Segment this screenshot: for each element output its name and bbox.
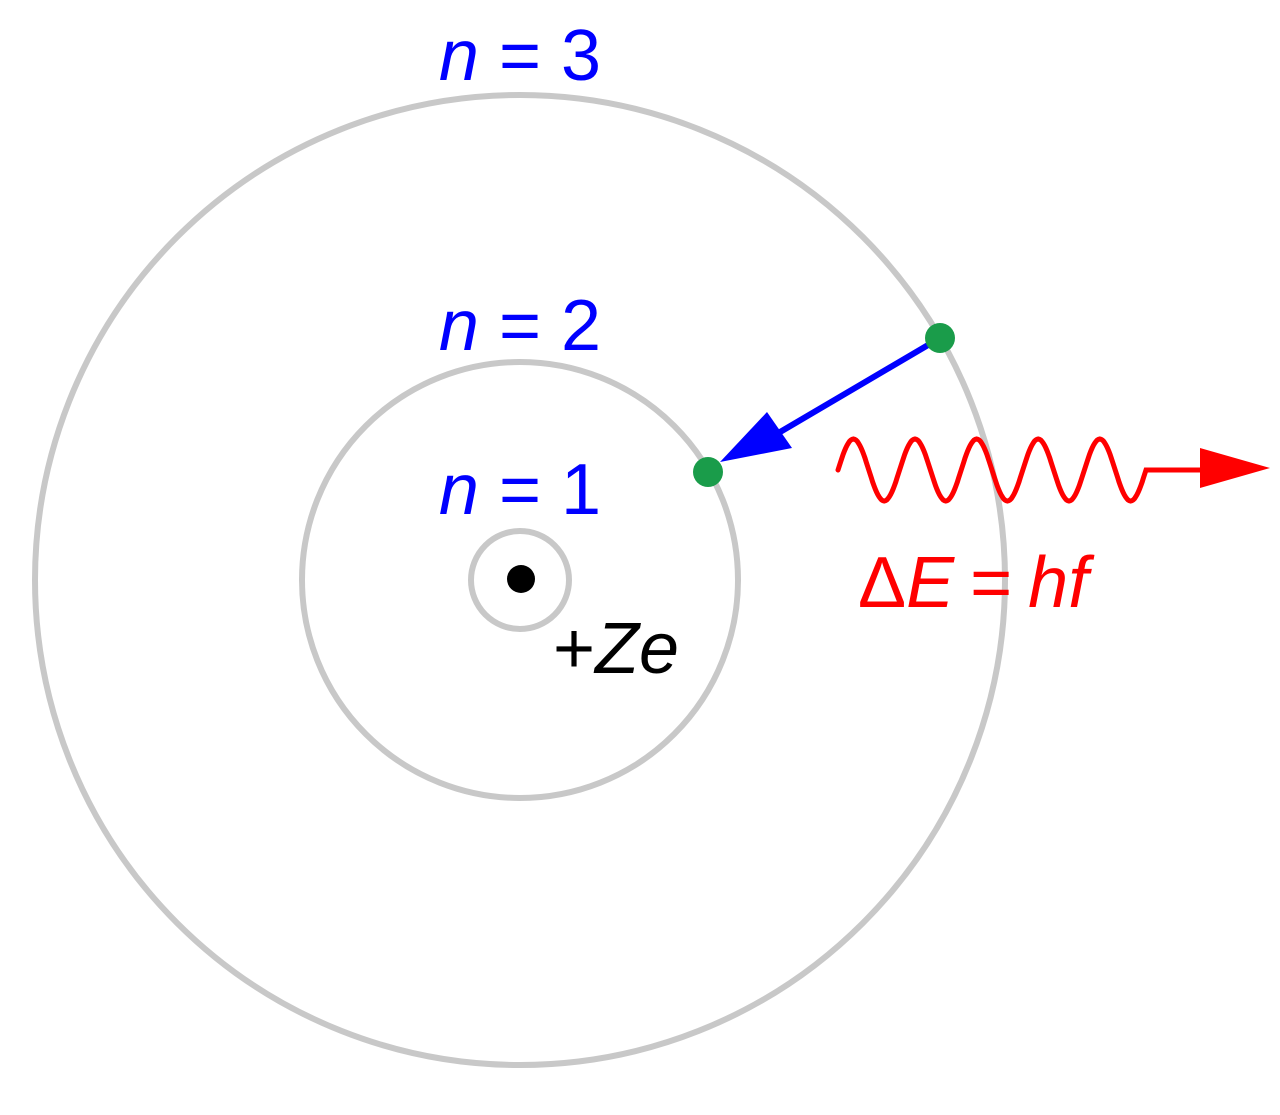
transition-arrow-head bbox=[720, 412, 792, 462]
nucleus-charge-label: +Ze bbox=[553, 609, 679, 689]
orbit-n2 bbox=[299, 359, 741, 801]
label-n2: n = 2 bbox=[439, 286, 601, 366]
transition-arrow-line bbox=[772, 335, 943, 438]
orbit-n3 bbox=[32, 92, 1008, 1068]
label-n1: n = 1 bbox=[439, 450, 601, 530]
electron-n3 bbox=[925, 323, 955, 353]
energy-equation-label: ΔE=hf bbox=[858, 543, 1095, 623]
label-n3: n = 3 bbox=[439, 16, 601, 96]
orbit-n1 bbox=[468, 528, 572, 632]
photon-wave-icon bbox=[835, 436, 1208, 504]
nucleus-dot bbox=[507, 565, 535, 593]
electron-n2 bbox=[693, 457, 723, 487]
photon-arrow-head bbox=[1200, 448, 1270, 488]
